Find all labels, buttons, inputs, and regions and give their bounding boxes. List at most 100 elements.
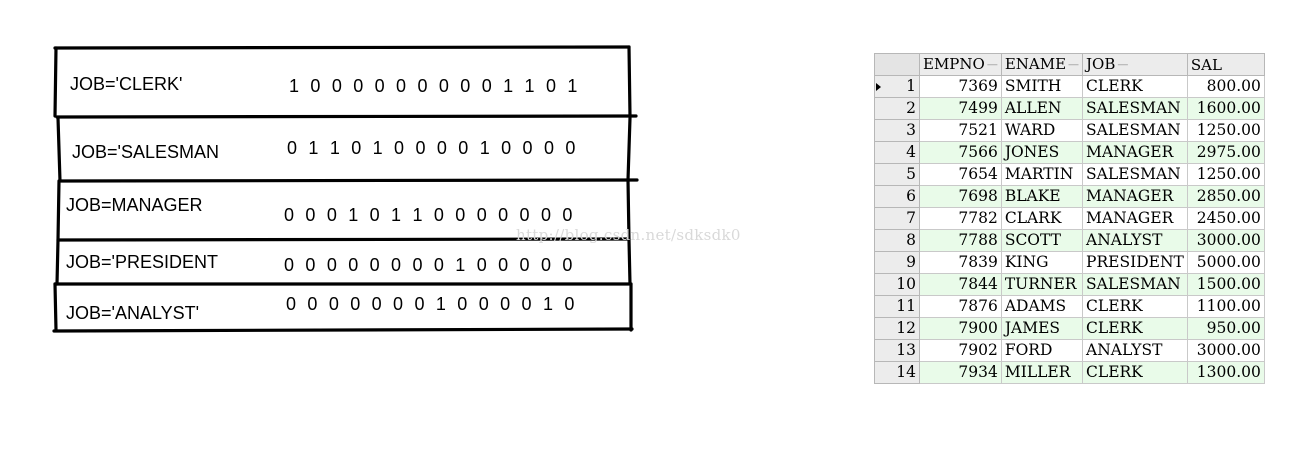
bitmap-row-bits-salesman: 0 1 1 0 1 0 0 0 0 1 0 0 0 0 (287, 138, 579, 158)
row-number[interactable]: 2 (874, 97, 920, 120)
row-number[interactable]: 12 (874, 317, 920, 340)
cell-job[interactable]: MANAGER (1082, 141, 1188, 164)
cell-job[interactable]: ANALYST (1082, 229, 1188, 252)
cell-sal[interactable]: 1250.00 (1186, 119, 1265, 142)
table-row[interactable]: 11 7876 ADAMS CLERK 1100.00 (874, 295, 1265, 318)
cell-ename[interactable]: SCOTT (1000, 229, 1084, 252)
bitmap-box-lines (52, 45, 639, 333)
table-row[interactable]: 7 7782 CLARK MANAGER 2450.00 (874, 207, 1265, 230)
cell-sal[interactable]: 5000.00 (1186, 251, 1265, 274)
cell-job[interactable]: CLERK (1082, 75, 1188, 98)
cell-sal[interactable]: 1500.00 (1186, 273, 1265, 296)
row-number[interactable]: 4 (874, 141, 920, 164)
cell-sal[interactable]: 1300.00 (1186, 361, 1265, 384)
cell-ename[interactable]: ADAMS (1000, 295, 1084, 318)
cell-empno[interactable]: 7566 (919, 141, 1002, 164)
cell-job[interactable]: SALESMAN (1082, 119, 1188, 142)
cell-job[interactable]: CLERK (1082, 295, 1188, 318)
cell-empno[interactable]: 7654 (919, 163, 1002, 186)
row-divider-1 (55, 114, 638, 119)
row-number[interactable]: 13 (874, 339, 920, 362)
cell-empno[interactable]: 7839 (919, 251, 1002, 274)
cell-empno[interactable]: 7369 (919, 75, 1002, 98)
row-number[interactable]: 3 (874, 119, 920, 142)
cell-sal[interactable]: 950.00 (1186, 317, 1265, 340)
table-row[interactable]: 1 7369 SMITH CLERK 800.00 (874, 75, 1265, 98)
cell-empno[interactable]: 7698 (919, 185, 1002, 208)
cell-empno[interactable]: 7782 (919, 207, 1002, 230)
table-row[interactable]: 3 7521 WARD SALESMAN 1250.00 (874, 119, 1265, 142)
cell-ename[interactable]: ALLEN (1000, 97, 1084, 120)
cell-job[interactable]: SALESMAN (1082, 163, 1188, 186)
row-number[interactable]: 1 (874, 75, 920, 98)
cell-job[interactable]: ANALYST (1082, 339, 1188, 362)
bitmap-row-label-president: JOB='PRESIDENT (66, 252, 218, 272)
column-header-empno[interactable]: EMPNO (919, 53, 1002, 76)
row-number[interactable]: 14 (874, 361, 920, 384)
cell-empno[interactable]: 7521 (919, 119, 1002, 142)
row-number[interactable]: 9 (874, 251, 920, 274)
cell-sal[interactable]: 2975.00 (1186, 141, 1265, 164)
table-row[interactable]: 4 7566 JONES MANAGER 2975.00 (874, 141, 1265, 164)
cell-sal[interactable]: 2450.00 (1186, 207, 1265, 230)
cell-job[interactable]: MANAGER (1082, 185, 1188, 208)
cell-ename[interactable]: CLARK (1000, 207, 1084, 230)
cell-job[interactable]: PRESIDENT (1082, 251, 1188, 274)
grid-corner-cell[interactable] (874, 53, 920, 76)
table-row[interactable]: 10 7844 TURNER SALESMAN 1500.00 (874, 273, 1265, 296)
table-row[interactable]: 9 7839 KING PRESIDENT 5000.00 (874, 251, 1265, 274)
cell-empno[interactable]: 7844 (919, 273, 1002, 296)
cell-ename[interactable]: SMITH (1000, 75, 1084, 98)
cell-sal[interactable]: 800.00 (1186, 75, 1265, 98)
table-row[interactable]: 12 7900 JAMES CLERK 950.00 (874, 317, 1265, 340)
cell-job[interactable]: SALESMAN (1082, 97, 1188, 120)
bitmap-row-label-salesman: JOB='SALESMAN (72, 142, 219, 162)
row-number[interactable]: 7 (874, 207, 920, 230)
cell-job[interactable]: MANAGER (1082, 207, 1188, 230)
cell-sal[interactable]: 3000.00 (1186, 229, 1265, 252)
cell-empno[interactable]: 7788 (919, 229, 1002, 252)
table-row[interactable]: 14 7934 MILLER CLERK 1300.00 (874, 361, 1265, 384)
cell-sal[interactable]: 2850.00 (1186, 185, 1265, 208)
cell-sal[interactable]: 1100.00 (1186, 295, 1265, 318)
cell-ename[interactable]: JAMES (1000, 317, 1084, 340)
cell-ename[interactable]: KING (1000, 251, 1084, 274)
cell-sal[interactable]: 1600.00 (1186, 97, 1265, 120)
cell-job[interactable]: SALESMAN (1082, 273, 1188, 296)
bitmap-row-bits-analyst: 0 0 0 0 0 0 0 1 0 0 0 0 1 0 (286, 294, 578, 314)
column-header-sal[interactable]: SAL (1186, 53, 1265, 76)
cell-ename[interactable]: BLAKE (1000, 185, 1084, 208)
cell-empno[interactable]: 7499 (919, 97, 1002, 120)
row-number[interactable]: 8 (874, 229, 920, 252)
table-row[interactable]: 5 7654 MARTIN SALESMAN 1250.00 (874, 163, 1265, 186)
column-header-job[interactable]: JOB (1082, 53, 1188, 76)
box-bottom-line (52, 327, 634, 333)
cell-sal[interactable]: 1250.00 (1186, 163, 1265, 186)
row-divider-3 (56, 237, 631, 242)
cell-ename[interactable]: WARD (1000, 119, 1084, 142)
table-row[interactable]: 2 7499 ALLEN SALESMAN 1600.00 (874, 97, 1265, 120)
table-row[interactable]: 13 7902 FORD ANALYST 3000.00 (874, 339, 1265, 362)
row-number[interactable]: 11 (874, 295, 920, 318)
cell-job[interactable]: CLERK (1082, 317, 1188, 340)
cell-empno[interactable]: 7876 (919, 295, 1002, 318)
cell-ename[interactable]: FORD (1000, 339, 1084, 362)
box-top-line (53, 45, 631, 50)
cell-ename[interactable]: JONES (1000, 141, 1084, 164)
grid-header-row: EMPNO ENAME JOB SAL (874, 53, 1265, 76)
cell-sal[interactable]: 3000.00 (1186, 339, 1265, 362)
table-row[interactable]: 8 7788 SCOTT ANALYST 3000.00 (874, 229, 1265, 252)
cell-empno[interactable]: 7902 (919, 339, 1002, 362)
cell-empno[interactable]: 7934 (919, 361, 1002, 384)
emp-result-grid: EMPNO ENAME JOB SAL 1 7369 SMITH CLERK 8… (874, 53, 1265, 384)
row-number[interactable]: 10 (874, 273, 920, 296)
column-header-ename[interactable]: ENAME (1000, 53, 1084, 76)
table-row[interactable]: 6 7698 BLAKE MANAGER 2850.00 (874, 185, 1265, 208)
cell-ename[interactable]: MARTIN (1000, 163, 1084, 186)
row-number[interactable]: 6 (874, 185, 920, 208)
cell-empno[interactable]: 7900 (919, 317, 1002, 340)
cell-ename[interactable]: MILLER (1000, 361, 1084, 384)
row-number[interactable]: 5 (874, 163, 920, 186)
cell-ename[interactable]: TURNER (1000, 273, 1084, 296)
cell-job[interactable]: CLERK (1082, 361, 1188, 384)
